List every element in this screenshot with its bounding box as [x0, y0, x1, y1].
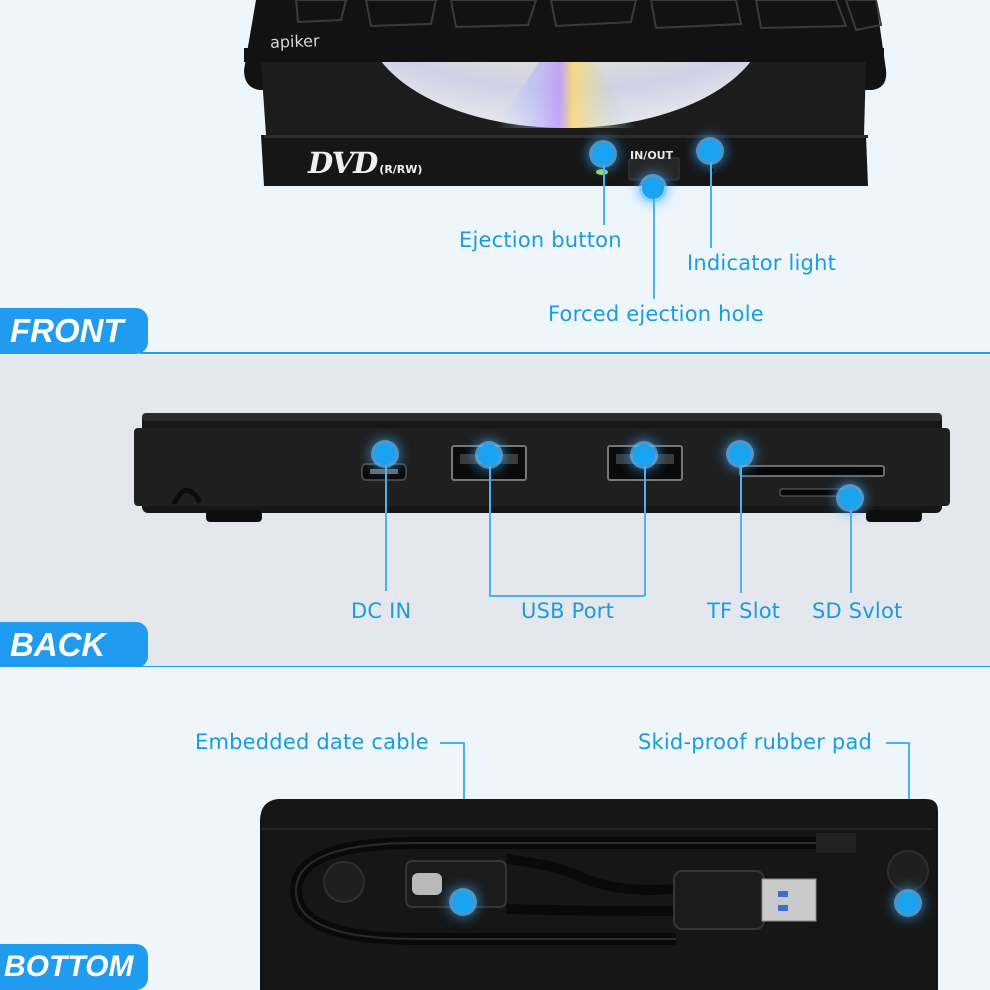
usb-port-1-leader [489, 466, 491, 596]
back-section-tag: BACK [0, 622, 148, 668]
front-section: apiker DVD(R/RW) IN/OUT Ejection button … [0, 0, 990, 355]
forced-ejection-hole-label: Forced ejection hole [548, 302, 764, 326]
bottom-device-image [260, 799, 938, 990]
back-device-image [134, 413, 950, 522]
sd-slot-leader [850, 509, 852, 593]
bottom-section: Embedded date cable Skid-proof rubber pa… [0, 667, 990, 990]
embedded-cable-marker [452, 891, 474, 913]
usb-port-2-marker [633, 444, 655, 466]
front-device-image [244, 0, 887, 186]
embedded-cable-leader-h [440, 742, 464, 744]
dc-in-marker [374, 443, 396, 465]
sd-slot-label: SD Svlot [812, 599, 903, 623]
usb-port-1-marker [478, 444, 500, 466]
dvd-logo-text: DVD [308, 146, 378, 180]
dc-in-label: DC IN [351, 599, 412, 623]
rubber-pad-marker [897, 892, 919, 914]
tf-slot-marker [729, 443, 751, 465]
brand-logo: apiker [269, 31, 320, 52]
usb-port-bracket [489, 595, 645, 597]
ejection-button-leader [603, 165, 605, 225]
dvd-logo-sub: (R/RW) [379, 163, 423, 176]
usb-port-2-leader [644, 466, 646, 596]
dvd-logo: DVD(R/RW) [308, 146, 422, 180]
back-section: DC IN USB Port TF Slot SD Svlot BACK [0, 355, 990, 668]
usb-port-label: USB Port [521, 599, 615, 623]
ejection-button-marker [592, 143, 614, 165]
forced-ejection-hole-leader [653, 199, 655, 299]
tf-slot-leader [740, 465, 742, 593]
indicator-light-marker [699, 140, 721, 162]
indicator-light-leader [710, 162, 712, 248]
front-section-tag: FRONT [0, 308, 148, 354]
rubber-pad-leader-h [886, 742, 908, 744]
forced-ejection-hole-marker [642, 177, 664, 199]
embedded-cable-label: Embedded date cable [195, 730, 429, 754]
ejection-button-label: Ejection button [459, 228, 622, 252]
dc-in-leader [385, 465, 387, 591]
sd-slot-marker [839, 487, 861, 509]
bottom-section-tag: BOTTOM [0, 944, 148, 990]
inout-label: IN/OUT [630, 149, 674, 162]
indicator-light-label: Indicator light [687, 251, 837, 275]
tf-slot-label: TF Slot [707, 599, 781, 623]
rubber-pad-label: Skid-proof rubber pad [638, 730, 873, 754]
front-section-rule [140, 352, 990, 354]
